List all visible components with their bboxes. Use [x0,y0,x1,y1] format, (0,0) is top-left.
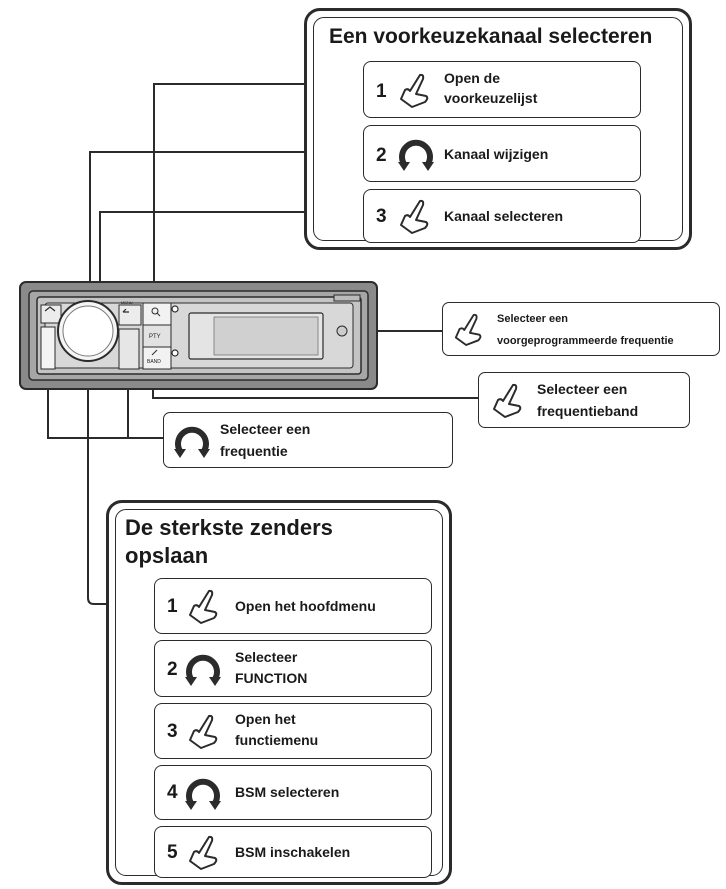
step-number: 4 [167,782,178,803]
callout-line2: voorgeprogrammeerde frequentie [497,335,674,347]
preset-panel: Een voorkeuzekanaal selecteren 1 Open de… [304,8,692,250]
callout-line1: Selecteer een [537,381,628,397]
preset-step-3: 3 Kanaal selecteren [363,189,641,243]
bsm-step-3: 3 Open het functiemenu [154,703,432,759]
step-number: 3 [167,721,178,742]
callout-line2: frequentieband [537,403,639,419]
step-number: 2 [376,145,387,166]
pty-button-label: PTY [149,334,161,340]
press-icon [189,835,218,870]
callout-line1: Selecteer een [220,421,311,437]
rotate-icon [185,654,221,686]
step-label-line1: BSM inschakelen [235,844,351,860]
head-unit-drawing [19,281,378,390]
step-number: 1 [376,81,387,102]
step-label-line1: Kanaal wijzigen [444,146,549,162]
press-icon [400,199,429,234]
bsm-step-5: 5 BSM inschakelen [154,826,432,878]
step-number: 3 [376,206,387,227]
step-label-line1: Open het [235,711,296,727]
step-number: 2 [167,659,178,680]
bsm-panel-title-line2: opslaan [125,543,209,568]
wire-change-channel [89,151,362,310]
preset-frequency-callout: Selecteer een voorgeprogrammeerde freque… [442,302,720,356]
bsm-panel: De sterkste zenders opslaan 1 Open het h… [106,500,452,885]
head-unit: PTY BAND MENU [19,281,378,390]
step-number: 1 [167,596,178,617]
step-label-line1: Open de [444,70,501,86]
wire-main-menu [87,345,152,605]
menu-button-label: MENU [121,300,133,305]
press-icon [189,589,218,624]
step-number: 5 [167,842,178,863]
step-label-line2: functiemenu [235,732,319,748]
rotate-icon [398,139,434,171]
step-label-line1: Kanaal selecteren [444,208,564,224]
step-label-line1: Selecteer [235,649,298,665]
preset-step-2: 2 Kanaal wijzigen [363,125,641,182]
wire-select-channel [99,211,362,302]
rotate-icon [174,426,210,458]
rotate-icon [185,778,221,810]
wire-open-preset-list [153,83,362,300]
step-label-line1: BSM selecteren [235,784,340,800]
press-icon [189,714,218,749]
band-callout: Selecteer een frequentieband [478,372,690,428]
bsm-step-1: 1 Open het hoofdmenu [154,578,432,634]
bsm-panel-title-line1: De sterkste zenders [125,515,333,540]
callout-line2: frequentie [220,443,288,459]
band-button-label: BAND [147,359,161,365]
press-icon [493,383,522,418]
step-label-line2: voorkeuzelijst [444,90,538,106]
step-label-line2: FUNCTION [235,670,308,686]
callout-line1: Selecteer een [497,313,568,325]
press-icon [400,73,429,108]
step-label-line1: Open het hoofdmenu [235,598,376,614]
bsm-step-2: 2 Selecteer FUNCTION [154,640,432,697]
frequency-callout: Selecteer een frequentie [163,412,453,468]
press-icon [454,313,482,346]
preset-step-1: 1 Open de voorkeuzelijst [363,61,641,118]
bsm-step-4: 4 BSM selecteren [154,765,432,820]
preset-panel-title: Een voorkeuzekanaal selecteren [329,25,653,48]
